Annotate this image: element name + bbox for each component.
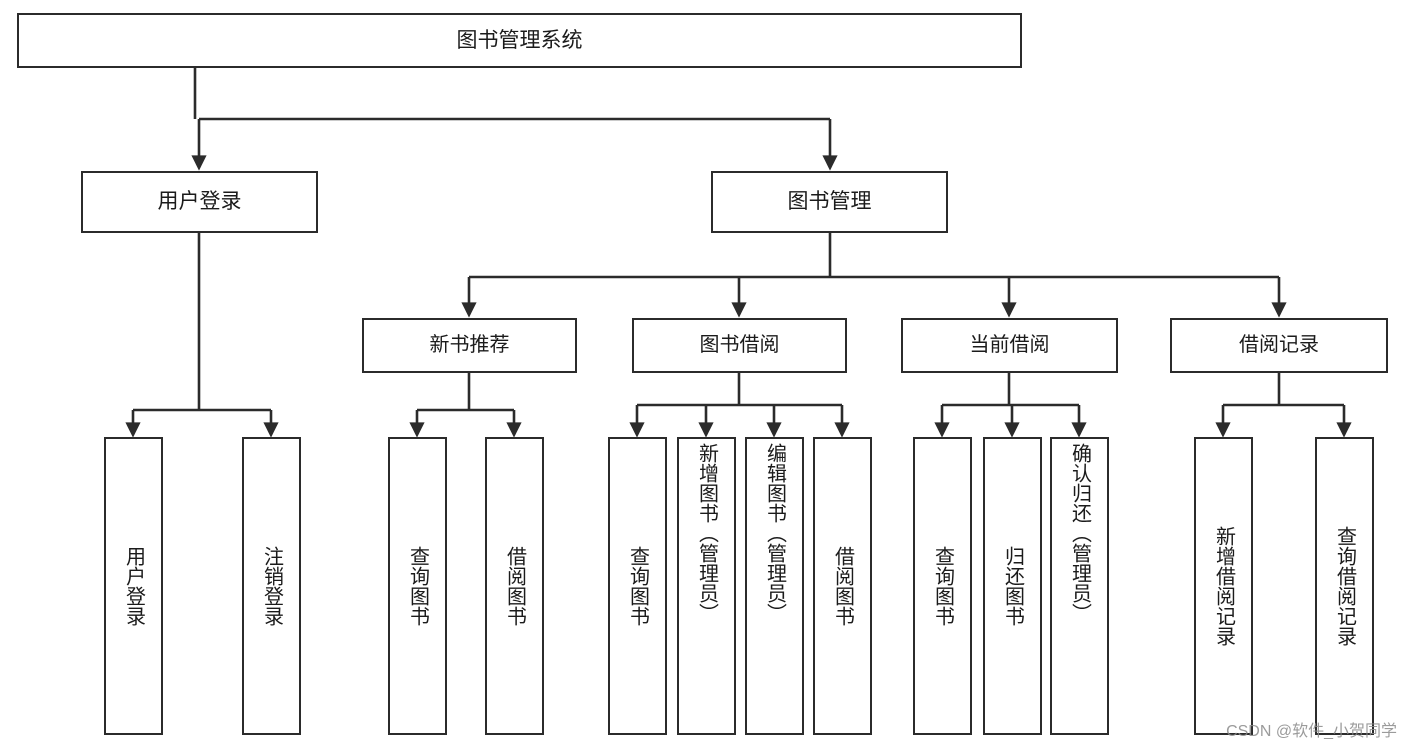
node-leaf-query-record[interactable]: 查询借阅记录 (1315, 437, 1374, 735)
node-leaf-borrow-book-label: 借阅图书 (831, 546, 854, 626)
node-borrow-record[interactable]: 借阅记录 (1170, 318, 1388, 373)
csdn-watermark: CSDN @软件_小贺同学 (1226, 723, 1397, 740)
node-new-book-rec-label: 新书推荐 (429, 334, 510, 357)
node-leaf-logout[interactable]: 注销登录 (242, 437, 301, 735)
node-root[interactable]: 图书管理系统 (17, 13, 1022, 68)
node-leaf-user-login[interactable]: 用户登录 (104, 437, 163, 735)
node-user-login[interactable]: 用户登录 (81, 171, 318, 233)
node-new-book-rec[interactable]: 新书推荐 (362, 318, 577, 373)
node-user-login-label: 用户登录 (157, 190, 242, 214)
node-leaf-add-record[interactable]: 新增借阅记录 (1194, 437, 1253, 735)
node-leaf-return-book[interactable]: 归还图书 (983, 437, 1042, 735)
node-current-borrow-label: 当前借阅 (969, 334, 1050, 357)
node-leaf-return-book-label: 归还图书 (1001, 546, 1024, 626)
node-leaf-query-record-label: 查询借阅记录 (1333, 526, 1356, 646)
node-leaf-add-record-label: 新增借阅记录 (1212, 526, 1235, 646)
node-leaf-query-book-current-label: 查询图书 (931, 546, 954, 626)
node-leaf-borrow-book-rec-label: 借阅图书 (503, 546, 526, 626)
node-root-label: 图书管理系统 (456, 28, 583, 52)
node-current-borrow[interactable]: 当前借阅 (901, 318, 1118, 373)
node-leaf-logout-label: 注销登录 (260, 546, 283, 626)
node-leaf-edit-book[interactable]: 编辑图书（管理员） (745, 437, 804, 735)
node-book-borrow[interactable]: 图书借阅 (632, 318, 847, 373)
node-leaf-borrow-book[interactable]: 借阅图书 (813, 437, 872, 735)
node-leaf-edit-book-label: 编辑图书（管理员） (763, 443, 786, 623)
node-leaf-query-book-rec[interactable]: 查询图书 (388, 437, 447, 735)
node-leaf-add-book-label: 新增图书（管理员） (695, 443, 718, 623)
node-leaf-query-book-borrow[interactable]: 查询图书 (608, 437, 667, 735)
node-leaf-query-book-borrow-label: 查询图书 (626, 546, 649, 626)
node-leaf-user-login-label: 用户登录 (122, 546, 145, 626)
node-book-manage[interactable]: 图书管理 (711, 171, 948, 233)
node-leaf-add-book[interactable]: 新增图书（管理员） (677, 437, 736, 735)
node-book-manage-label: 图书管理 (787, 190, 872, 214)
node-book-borrow-label: 图书借阅 (699, 334, 780, 357)
node-leaf-query-book-current[interactable]: 查询图书 (913, 437, 972, 735)
node-leaf-query-book-rec-label: 查询图书 (406, 546, 429, 626)
node-leaf-confirm-return-label: 确认归还（管理员） (1068, 443, 1091, 623)
node-borrow-record-label: 借阅记录 (1239, 334, 1319, 357)
node-leaf-confirm-return[interactable]: 确认归还（管理员） (1050, 437, 1109, 735)
node-leaf-borrow-book-rec[interactable]: 借阅图书 (485, 437, 544, 735)
